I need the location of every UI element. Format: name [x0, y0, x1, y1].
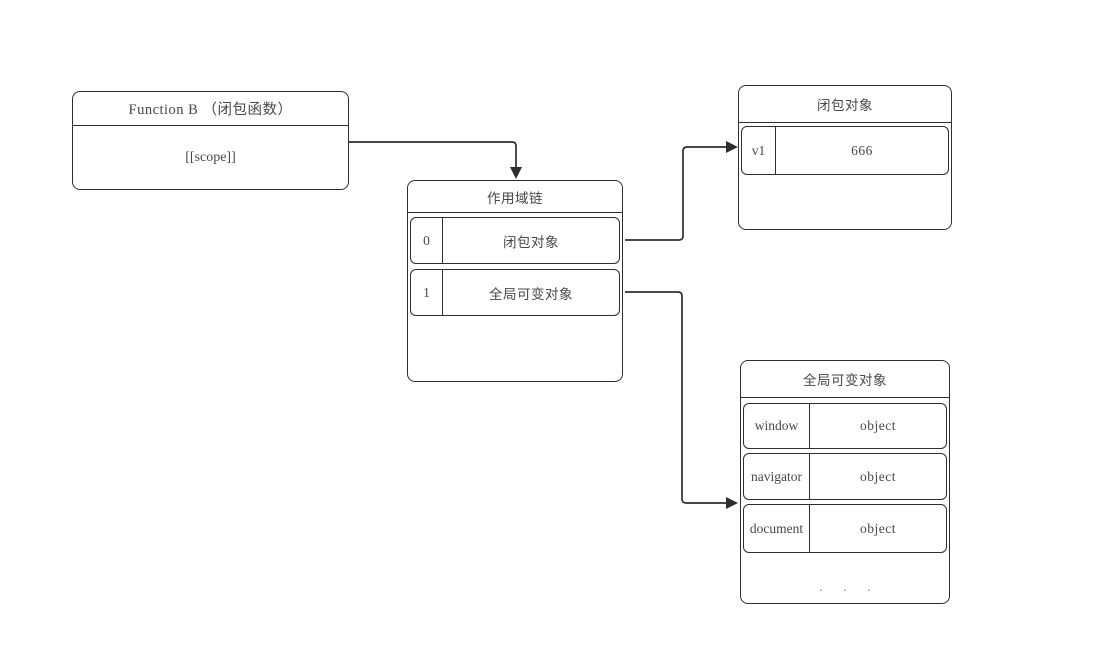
- scope-chain-box: 作用域链 0 闭包对象 1 全局可变对象: [407, 180, 623, 382]
- closure-object-row-v1-value: 666: [851, 142, 873, 158]
- global-object-row-document-value: object: [860, 520, 896, 536]
- function-b-title: Function B （闭包函数）: [73, 92, 348, 126]
- arrow-chain1-to-global: [625, 291, 738, 509]
- function-b-box: Function B （闭包函数） [[scope]]: [72, 91, 349, 190]
- global-object-ellipsis: . . .: [819, 579, 880, 594]
- scope-chain-row-1-index: 1: [411, 270, 443, 315]
- scope-chain-row-0: 0 闭包对象: [410, 217, 620, 264]
- closure-object-box: 闭包对象 v1 666: [738, 85, 952, 230]
- function-b-scope-label: [[scope]]: [185, 149, 236, 165]
- closure-object-title: 闭包对象: [739, 86, 951, 123]
- global-object-row-navigator-key: navigator: [744, 454, 810, 499]
- scope-chain-row-0-index: 0: [411, 218, 443, 263]
- global-object-row-window-value: object: [860, 418, 896, 433]
- global-object-row-window-key: window: [744, 404, 810, 448]
- global-object-box: 全局可变对象 window object navigator object do…: [740, 360, 950, 604]
- global-object-row-window: window object: [743, 403, 947, 449]
- closure-object-row-v1-key: v1: [742, 127, 776, 174]
- global-object-row-document-key: document: [744, 505, 810, 552]
- global-object-title: 全局可变对象: [741, 361, 949, 398]
- global-object-row-navigator: navigator object: [743, 453, 947, 500]
- global-object-row-document: document object: [743, 504, 947, 553]
- global-object-row-navigator-value: object: [860, 468, 896, 484]
- closure-object-row-v1: v1 666: [741, 126, 949, 175]
- scope-chain-row-1-value: 全局可变对象: [489, 286, 573, 302]
- arrow-chain0-to-closure: [625, 141, 738, 241]
- scope-chain-title: 作用域链: [408, 181, 622, 213]
- scope-chain-row-0-value: 闭包对象: [503, 234, 559, 250]
- scope-chain-row-1: 1 全局可变对象: [410, 269, 620, 316]
